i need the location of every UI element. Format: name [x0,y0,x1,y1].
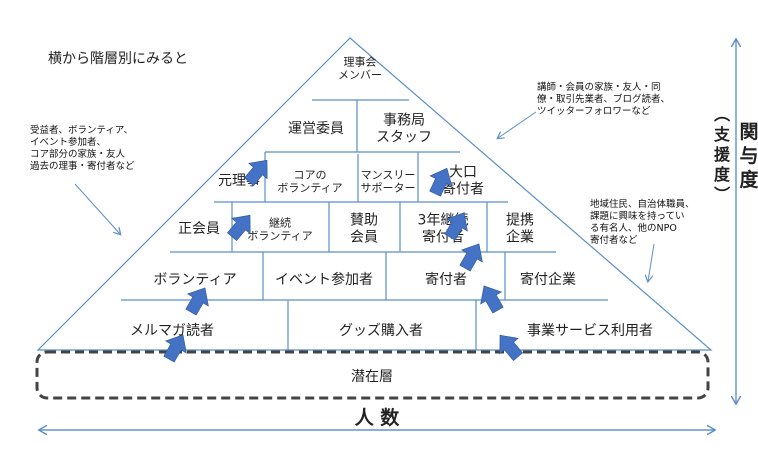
row1-cell-2: グッズ購入者 [339,323,423,339]
y-axis-sublabel-char: ） [712,186,731,202]
y-axis-label-char: 度 [739,168,758,191]
arrow-up-icon [163,334,187,363]
x-axis-label: 人 数 [355,406,401,429]
row4-cell-3: マンスリーサポーター [361,169,416,195]
row4-cell-4: 大口寄付者 [442,165,484,198]
row3-cell-2: 継続ボランティア [247,216,312,243]
row5-cell-2: 事務局スタッフ [376,113,432,146]
row2-cell-1: ボランティア [153,272,236,288]
right-note-arrow [648,243,655,281]
row1-cell-3: 事業サービス利用者 [527,323,653,339]
top-cell: 理事会メンバー [338,56,382,82]
row2-cell-3: 寄付者 [425,271,467,288]
row2-cell-2: イベント参加者 [275,271,373,288]
arrow-up-icon [499,334,524,362]
arrow-up-icon [429,167,453,197]
y-axis-label-char: 与 [739,145,758,167]
y-axis-label-char: 関 [739,121,758,143]
row3-cell-3: 賛助会員 [350,213,378,246]
base-layer-box [35,350,710,400]
note-left: 受益者、ボランティア、イベント参加者、コア部分の家族・友人過去の理事・寄付者など [30,124,135,172]
arrow-up-icon [444,212,468,241]
y-axis-sublabel-char: 支 [713,125,731,144]
base-layer-label: 潜在層 [351,369,393,385]
arrow-up-icon [459,243,483,272]
diagram-heading: 横から階層別にみると [48,51,188,67]
arrow-up-icon [243,159,268,187]
row1-cell-1: メルマガ読者 [130,322,214,339]
left-note-arrow [74,183,120,234]
row3-cell-5: 提携企業 [506,213,534,246]
row3-cell-1: 正会員 [178,221,220,237]
row5-cell-1: 運営委員 [288,121,344,137]
y-axis-sublabel-char: （ [712,106,731,122]
arrow-up-icon [226,214,251,242]
arrow-up-icon [185,287,209,316]
note-top-right: 講師・会員の家族・友人・同僚・取引先業者、ブログ読者、ツイッターフォロワーなど [537,81,670,117]
arrow-up-icon [480,285,504,314]
top-right-note-arrow [498,111,537,138]
y-axis-sublabel-char: 援 [714,145,731,164]
y-axis-sublabel-char: 度 [714,165,731,184]
row2-cell-4: 寄付企業 [520,271,576,288]
row4-cell-2: コアのボランティア [277,169,342,195]
